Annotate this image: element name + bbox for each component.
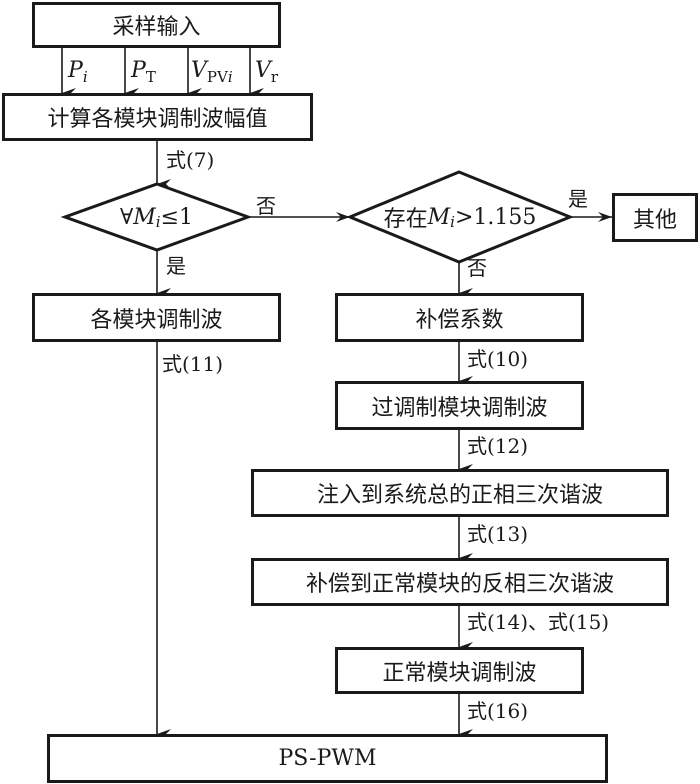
comp-coeff-box: 补偿系数 (335, 293, 584, 342)
sample-input-box: 采样输入 (32, 2, 281, 48)
label-eq14-15: 式(14)、式(15) (467, 610, 610, 634)
input-label-vpvi: VPVi (191, 58, 233, 86)
label-eq16: 式(16) (467, 699, 529, 723)
label-eq10: 式(10) (467, 347, 529, 371)
pspwm-box: PS-PWM (47, 734, 608, 783)
module-modwave-label: 各模块调制波 (90, 307, 223, 333)
normal-modwave-label: 正常模块调制波 (382, 660, 537, 686)
other-label: 其他 (632, 207, 677, 233)
compute-amplitude-label: 计算各模块调制波幅值 (47, 107, 268, 132)
label-no1: 否 (256, 194, 276, 218)
inject-third-box: 注入到系统总的正相三次谐波 (251, 469, 669, 517)
input-label-pt: PT (131, 58, 156, 86)
label-eq13: 式(13) (467, 522, 529, 546)
compute-amplitude-box: 计算各模块调制波幅值 (2, 93, 313, 141)
pspwm-label: PS-PWM (278, 746, 377, 771)
other-box: 其他 (612, 193, 698, 242)
decision2-diamond (346, 170, 574, 264)
comp-coeff-label: 补偿系数 (415, 307, 504, 333)
label-eq11: 式(11) (162, 352, 224, 376)
label-yes2: 是 (568, 187, 588, 211)
normal-modwave-box: 正常模块调制波 (335, 647, 584, 694)
comp-third-label: 补偿到正常模块的反相三次谐波 (305, 572, 614, 597)
inject-third-label: 注入到系统总的正相三次谐波 (316, 483, 603, 508)
label-eq7: 式(7) (166, 148, 215, 172)
input-label-vr: Vr (255, 58, 279, 86)
label-eq12: 式(12) (467, 434, 529, 458)
label-yes1: 是 (166, 254, 186, 278)
module-modwave-box: 各模块调制波 (32, 293, 281, 342)
input-label-pi: Pi (68, 58, 88, 86)
decision1-diamond (60, 182, 253, 252)
overmod-modwave-box: 过调制模块调制波 (335, 381, 584, 430)
sample-input-label: 采样输入 (112, 15, 201, 40)
label-no2: 否 (467, 256, 487, 280)
overmod-modwave-label: 过调制模块调制波 (371, 395, 548, 421)
comp-third-box: 补偿到正常模块的反相三次谐波 (251, 558, 669, 606)
